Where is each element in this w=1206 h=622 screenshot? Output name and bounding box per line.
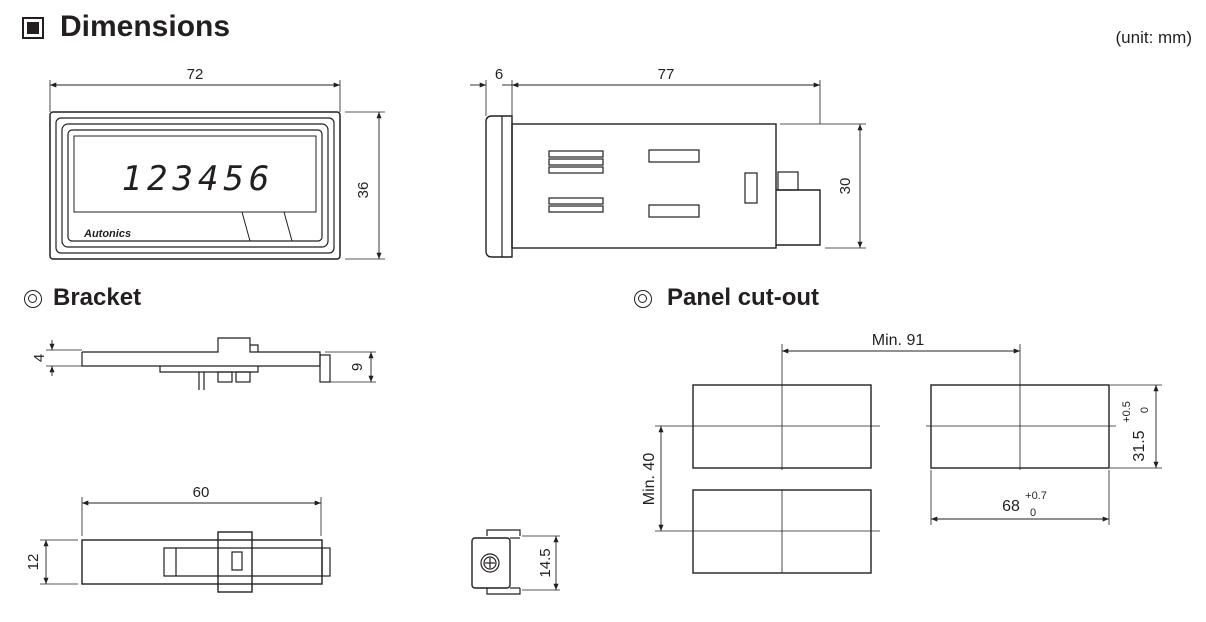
front-height-label: 36 — [355, 182, 372, 199]
bracket-side-height-label: 12 — [25, 554, 42, 571]
cutout-width-tol-lower: 0 — [1030, 507, 1036, 519]
bracket-length-label: 60 — [193, 484, 210, 501]
bracket-end-height-label: 14.5 — [537, 548, 554, 577]
bracket-side-view — [40, 497, 331, 593]
cutout-height-tol-lower: 0 — [1139, 407, 1151, 413]
cutout-min-pitch-v-label: Min. 40 — [641, 453, 658, 506]
bracket-right-height-label: 9 — [349, 363, 366, 371]
double-circle-icon — [24, 290, 42, 308]
panel-cutout-view — [655, 344, 1162, 574]
cutout-width-label: 68 — [1002, 498, 1020, 515]
brand-logo: Autonics — [83, 228, 131, 240]
cutout-height-label: 31.5 — [1131, 430, 1148, 461]
double-circle-icon — [634, 290, 652, 308]
cutout-min-pitch-h-label: Min. 91 — [872, 332, 925, 349]
panel-cutout-heading: Panel cut-out — [667, 284, 820, 311]
body-length-label: 77 — [658, 66, 675, 83]
bezel-depth-label: 6 — [495, 66, 503, 83]
bracket-heading: Bracket — [53, 284, 142, 311]
display-digits: 123456 — [122, 159, 275, 199]
page-title: Dimensions — [60, 10, 231, 43]
bracket-top-view — [46, 337, 376, 390]
side-view — [470, 80, 866, 258]
section-square-icon — [22, 17, 44, 39]
bracket-left-height-label: 4 — [31, 354, 48, 362]
bracket-end-view — [471, 529, 560, 595]
side-height-label: 30 — [837, 178, 854, 195]
cutout-height-tol-upper: +0.5 — [1121, 401, 1133, 423]
front-view — [49, 80, 385, 260]
front-width-label: 72 — [187, 66, 204, 83]
cutout-width-tol-upper: +0.7 — [1025, 490, 1047, 502]
unit-label: (unit: mm) — [1115, 28, 1193, 47]
